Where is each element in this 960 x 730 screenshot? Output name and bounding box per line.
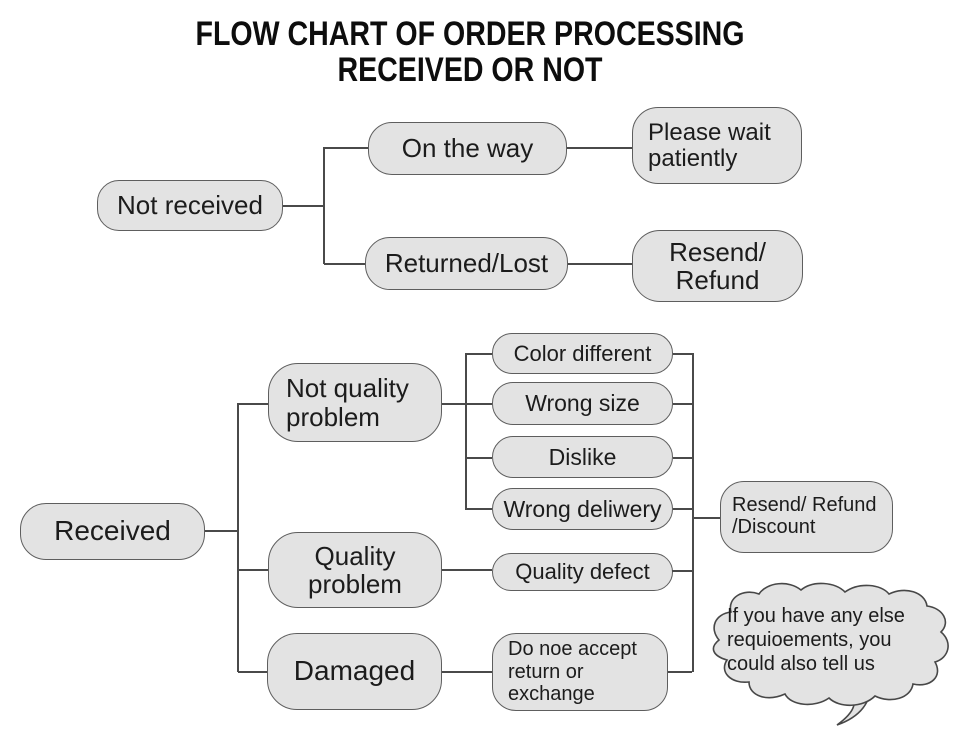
title-line-2: RECEIVED OR NOT <box>337 51 603 89</box>
node-not-received: Not received <box>97 180 283 231</box>
speech-bubble-text: If you have any else requioements, you c… <box>727 605 905 675</box>
node-wrong-size: Wrong size <box>492 382 673 425</box>
connector-to-please-wait <box>567 147 632 149</box>
node-returned-lost: Returned/Lost <box>365 237 568 290</box>
speech-bubble <box>712 582 949 726</box>
connector-to-do-noe-accept <box>442 671 492 673</box>
connector-bottom-branch-vertical <box>237 403 239 672</box>
title-line-1: FLOW CHART OF ORDER PROCESSING <box>195 15 745 53</box>
node-quality-defect: Quality defect <box>492 553 673 591</box>
node-on-the-way: On the way <box>368 122 567 175</box>
connector-to-quality-problem <box>238 569 268 571</box>
node-quality-problem: Quality problem <box>268 532 442 608</box>
connector-not-quality-to-leaves <box>442 403 492 405</box>
node-resend-refund: Resend/ Refund <box>632 230 803 302</box>
connector-quality-defect-out <box>672 570 692 572</box>
node-wrong-deliwery: Wrong deliwery <box>492 488 673 530</box>
connector-to-resend-refund <box>568 263 632 265</box>
connector-received-branch <box>205 530 237 532</box>
connector-top-branch-vertical <box>323 147 325 264</box>
node-damaged: Damaged <box>267 633 442 710</box>
node-received: Received <box>20 503 205 560</box>
connector-wrong-size-out <box>673 403 692 405</box>
node-dislike: Dislike <box>492 436 673 478</box>
connector-to-not-quality-problem <box>238 403 268 405</box>
node-not-quality-problem: Not quality problem <box>268 363 442 442</box>
connector-dislike-out <box>673 457 692 459</box>
connector-to-quality-defect <box>442 569 492 571</box>
node-please-wait-patiently: Please wait patiently <box>632 107 802 184</box>
node-do-noe-accept: Do noe accept return or exchange <box>492 633 668 711</box>
connector-do-noe-accept-out <box>668 671 692 673</box>
connector-to-color-different <box>465 353 492 355</box>
connector-to-on-the-way <box>324 147 368 149</box>
connector-to-resend-refund-discount <box>693 517 720 519</box>
node-resend-refund-discount: Resend/ Refund /Discount <box>720 481 893 553</box>
connector-merge-vertical <box>692 353 694 672</box>
connector-not-received-branch <box>283 205 323 207</box>
connector-color-different-out <box>673 353 692 355</box>
speech-bubble-body <box>712 582 949 707</box>
connector-to-dislike <box>465 457 492 459</box>
connector-to-wrong-deliwery <box>465 508 492 510</box>
page-title: FLOW CHART OF ORDER PROCESSING RECEIVED … <box>75 16 865 88</box>
connector-to-returned-lost <box>324 263 365 265</box>
connector-leaf-branch-vertical <box>465 353 467 509</box>
connector-wrong-deliwery-out <box>673 508 692 510</box>
node-color-different: Color different <box>492 333 673 374</box>
connector-to-damaged <box>238 671 267 673</box>
